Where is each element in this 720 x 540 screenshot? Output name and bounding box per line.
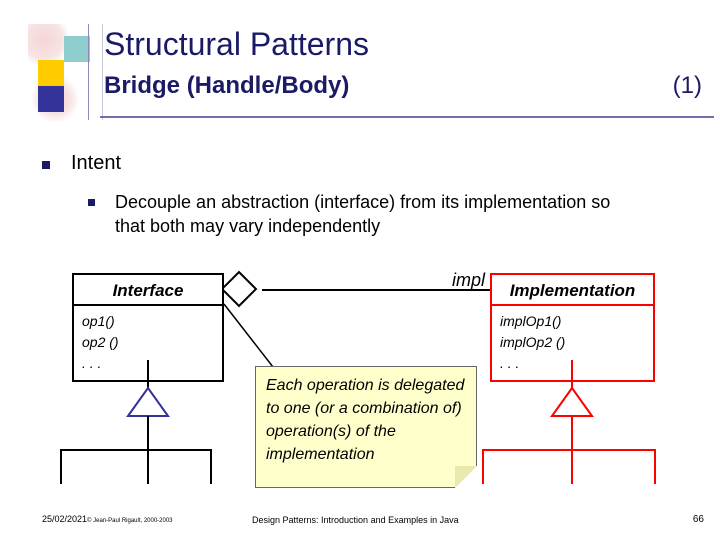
operation-item: . . . — [82, 355, 102, 371]
operation-item: op1() — [82, 313, 115, 329]
operation-item: op2 () — [82, 334, 119, 350]
subtitle-pattern-name: Bridge — [104, 72, 181, 99]
pink-blur-shape — [28, 24, 68, 64]
title-divider — [100, 116, 714, 118]
uml-diagram: impl Interface op1() op2 () . . . Implem… — [0, 262, 720, 492]
operation-item: implOp2 () — [500, 334, 566, 350]
vertical-rule-2 — [102, 24, 103, 120]
footer-date: 25/02/2021 — [42, 514, 88, 524]
class-name-interface: Interface — [74, 275, 222, 306]
class-operations-interface: op1() op2 () . . . — [74, 306, 222, 380]
delegation-line — [223, 303, 281, 377]
slide-footer: 25/02/2021© Jean-Paul Rigault, 2000-2003… — [0, 506, 720, 540]
yellow-square — [38, 60, 64, 86]
generalization-connector-left — [60, 360, 212, 484]
bullet-decouple-label: Decouple an abstraction (interface) from… — [115, 192, 611, 236]
class-box-implementation: Implementation implOp1() implOp2 () . . … — [490, 273, 655, 382]
operation-item: implOp1() — [500, 313, 562, 329]
teal-square — [64, 36, 90, 62]
page-subtitle: Bridge (Handle/Body) — [104, 72, 349, 100]
association-line — [262, 289, 494, 291]
slide-counter: (1) — [672, 72, 702, 99]
footer-left: 25/02/2021© Jean-Paul Rigault, 2000-2003 — [42, 514, 173, 524]
page-title: Structural Patterns — [104, 26, 369, 62]
bullet-square-icon — [88, 199, 95, 206]
association-role-label: impl — [452, 270, 486, 290]
note-callout: Each operation is delegated to one (or a… — [255, 366, 477, 488]
decorative-header-graphic — [28, 24, 110, 122]
operation-item: . . . — [500, 355, 520, 371]
footer-center: Design Patterns: Introduction and Exampl… — [252, 515, 459, 525]
note-fold-corner-icon — [455, 466, 477, 488]
subtitle-alias: (Handle/Body) — [186, 72, 350, 99]
bullet-intent-label: Intent — [71, 152, 122, 174]
footer-author: © Jean-Paul Rigault, 2000-2003 — [87, 518, 173, 524]
class-operations-implementation: implOp1() implOp2 () . . . — [492, 306, 653, 380]
navy-square — [38, 86, 64, 112]
footer-page-number: 66 — [692, 514, 704, 525]
bullet-square-icon — [42, 161, 50, 169]
vertical-rule — [88, 24, 89, 120]
class-name-implementation: Implementation — [492, 275, 653, 306]
generalization-connector-right — [482, 360, 656, 484]
